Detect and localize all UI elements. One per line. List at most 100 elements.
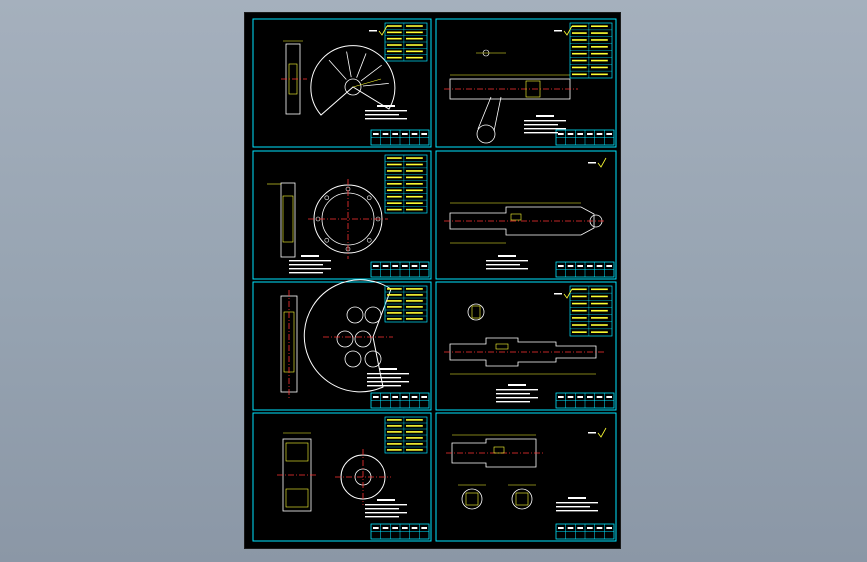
lightening-hole: [346, 306, 364, 324]
spec-table-text-mark: [572, 32, 587, 34]
title-block-text-mark: [558, 396, 564, 398]
title-block-text-mark: [382, 527, 389, 529]
spec-table-text-mark: [387, 202, 402, 204]
spoke-line: [362, 83, 389, 87]
spec-table-text-mark: [591, 331, 608, 333]
drawing-sheet-canvas: [252, 18, 617, 542]
title-block-text-mark: [587, 133, 593, 135]
title-block: [370, 392, 430, 409]
title-block-text-mark: [567, 396, 574, 398]
spec-table-text-mark: [591, 295, 608, 298]
spec-table-text-mark: [406, 50, 423, 53]
roughness-symbol: [588, 157, 607, 168]
technical-notes-line-mark: [365, 516, 399, 518]
technical-notes: [367, 368, 409, 387]
technical-notes-heading-mark: [377, 499, 395, 501]
title-block-text-mark: [558, 133, 564, 135]
spec-table-text-mark: [387, 431, 402, 433]
spec-table: [384, 285, 428, 323]
spec-table-border: [569, 285, 613, 337]
title-block-text-mark: [587, 527, 593, 529]
spec-table-text-mark: [572, 52, 587, 55]
lever-arm: [477, 96, 502, 132]
spec-table-text-mark: [591, 25, 608, 28]
technical-notes: [496, 384, 538, 403]
spec-table-text-mark: [387, 312, 402, 314]
title-block-text-mark: [402, 396, 408, 398]
title-block-text-mark: [402, 527, 408, 529]
technical-notes: [365, 499, 407, 518]
technical-notes: [556, 497, 598, 512]
panel-frame: [435, 18, 617, 148]
spec-table-text-mark: [387, 449, 402, 451]
title-block-text-mark: [596, 396, 603, 398]
spec-table: [384, 154, 428, 214]
spec-table-text-mark: [387, 31, 402, 34]
section-hatch: [465, 492, 479, 506]
lightening-hole: [364, 306, 382, 324]
spec-table-text-mark: [591, 324, 608, 326]
title-block-text-mark: [596, 133, 603, 135]
roughness-text-mark: [554, 30, 562, 32]
title-block-text-mark: [577, 527, 583, 529]
technical-notes-line-mark: [496, 397, 538, 399]
panel-flange-disc: [267, 154, 430, 278]
shaft-outline: [449, 206, 595, 236]
spec-table-text-mark: [406, 56, 423, 59]
hub-section-hatch: [285, 442, 309, 462]
spec-table-text-mark: [387, 443, 402, 445]
spec-table-text-mark: [591, 73, 608, 76]
spec-table-text-mark: [572, 331, 587, 333]
technical-notes: [486, 255, 528, 270]
panel-frame: [435, 412, 617, 542]
technical-notes-line-mark: [496, 389, 538, 391]
panel-crank-lever-shaft: [444, 22, 615, 146]
spec-table-text-mark: [591, 309, 608, 312]
spec-table-text-mark: [387, 208, 402, 211]
title-block-text-mark: [402, 133, 408, 135]
spec-table-text-mark: [591, 59, 608, 62]
spec-table-text-mark: [572, 324, 587, 326]
drawing-sheet[interactable]: [244, 12, 621, 549]
spec-table-text-mark: [406, 157, 423, 159]
technical-notes-line-mark: [556, 506, 590, 508]
title-block-text-mark: [577, 133, 583, 135]
technical-notes-line-mark: [289, 268, 331, 270]
title-block-text-mark: [596, 527, 603, 529]
spec-table: [569, 22, 613, 79]
spec-table: [384, 416, 428, 454]
lightening-hole: [336, 330, 354, 348]
title-block: [370, 129, 430, 146]
keyway-hatch: [495, 343, 509, 350]
spec-table-text-mark: [406, 443, 423, 445]
roughness-symbol: [588, 427, 607, 438]
spec-table-text-mark: [572, 302, 587, 305]
spec-table-text-mark: [387, 37, 402, 40]
roughness-text-mark: [554, 293, 562, 295]
title-block-text-mark: [382, 265, 389, 267]
title-block: [370, 523, 430, 540]
spec-table-text-mark: [406, 312, 423, 314]
spec-table-text-mark: [406, 37, 423, 40]
spec-table-text-mark: [591, 39, 608, 41]
spec-table-text-mark: [406, 288, 423, 290]
spec-table-text-mark: [406, 419, 423, 421]
spec-table-text-mark: [406, 425, 423, 427]
spec-table-text-mark: [406, 318, 423, 320]
technical-notes-heading-mark: [498, 255, 516, 257]
hub-section-hatch: [285, 488, 309, 508]
spec-table-text-mark: [572, 39, 587, 41]
title-block-text-mark: [421, 265, 427, 267]
spec-table-text-mark: [572, 309, 587, 312]
spoke-line: [356, 53, 367, 78]
panel-frame: [252, 412, 432, 542]
shaft-outline: [449, 337, 597, 367]
lever-eye-circle: [476, 124, 496, 144]
title-block-text-mark: [606, 133, 612, 135]
roughness-check-mark: [378, 25, 388, 36]
spec-table-text-mark: [572, 46, 587, 48]
spec-table-text-mark: [387, 176, 402, 179]
spec-table-text-mark: [406, 300, 423, 302]
shaft-outline: [451, 438, 537, 468]
